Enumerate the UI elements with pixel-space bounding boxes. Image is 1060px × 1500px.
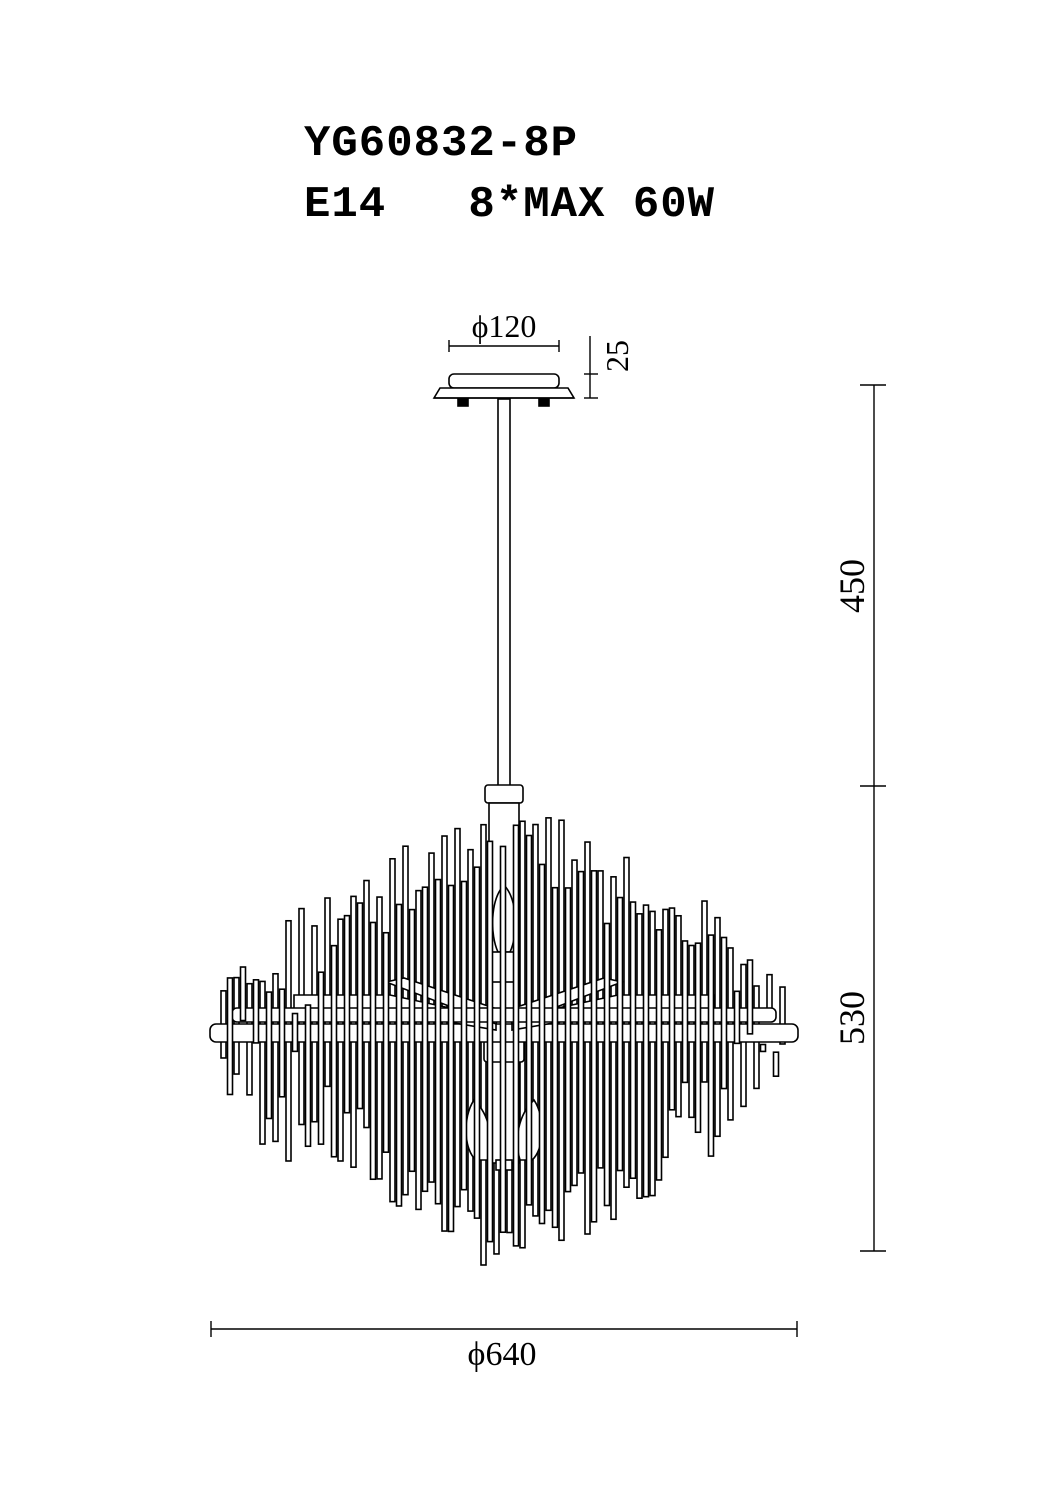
crystal-rod xyxy=(408,908,416,1173)
crystal-rod xyxy=(590,870,598,1223)
crystal-rod xyxy=(629,901,637,1180)
crystal-rod xyxy=(564,887,572,1193)
crystal-rod xyxy=(252,979,260,1044)
crystal-rod xyxy=(772,1051,780,1077)
crystal-rod xyxy=(304,1004,312,1148)
crystal-rod xyxy=(746,959,754,1035)
canopy-plate xyxy=(432,387,576,399)
crystal-rod xyxy=(259,980,266,1145)
crystal-rod xyxy=(291,1012,299,1053)
crystal-rod xyxy=(603,922,611,1207)
crystal-rod xyxy=(525,834,533,1206)
crystal-rod xyxy=(512,824,520,1247)
bulb-spec: E14 8*MAX 60W xyxy=(304,180,716,230)
crystal-rod xyxy=(733,990,741,1045)
crystal-rod xyxy=(434,878,442,1205)
crystal-rod xyxy=(636,913,643,1199)
crystal-rod xyxy=(681,940,689,1084)
crystal-rod xyxy=(642,904,650,1198)
crystal-rod xyxy=(460,880,468,1191)
model-number: YG60832-8P xyxy=(304,119,579,169)
crystal-rod xyxy=(369,921,377,1181)
crystal-rod xyxy=(330,944,338,1158)
crystal-rod xyxy=(551,886,559,1229)
canopy-height-label: 25 xyxy=(599,340,635,372)
body-diameter-label: ϕ640 xyxy=(468,1336,537,1373)
crystal-rod xyxy=(382,931,390,1153)
crystal-rod xyxy=(668,907,676,1111)
crystal-rod xyxy=(395,903,403,1207)
dimension-lines xyxy=(210,336,886,1337)
chandelier-fixture xyxy=(209,373,799,1266)
crystal-rod xyxy=(577,870,585,1174)
crystal-rod xyxy=(779,986,786,1045)
rod-length-label: 450 xyxy=(832,559,872,613)
center-collar xyxy=(484,784,524,804)
crystal-rod xyxy=(759,1043,767,1053)
crystal-rod xyxy=(324,897,331,1088)
body-height-label: 530 xyxy=(832,991,872,1045)
crystal-rod xyxy=(720,936,728,1090)
crystal-rod xyxy=(499,845,507,1234)
crystal-rod xyxy=(694,942,702,1134)
crystal-rod xyxy=(616,896,624,1172)
crystal-rod xyxy=(707,934,715,1157)
crystal-rod xyxy=(649,910,656,1197)
canopy-screw-right xyxy=(538,398,550,407)
pendant-rod xyxy=(497,398,511,788)
crystal-rod xyxy=(265,991,273,1120)
crystal-rod xyxy=(226,977,234,1096)
crystal-rod xyxy=(473,866,481,1219)
crystal-rod xyxy=(486,840,494,1243)
canopy-diameter-label: ϕ120 xyxy=(472,308,537,344)
crystal-rod xyxy=(278,988,286,1098)
crystal-rod xyxy=(655,929,663,1181)
crystal-rod xyxy=(538,863,546,1225)
crystal-rod xyxy=(272,972,279,1143)
crystal-rod xyxy=(610,876,617,1221)
crystal-rod xyxy=(447,884,455,1233)
crystal-rod xyxy=(701,900,708,1083)
crystal-rod xyxy=(421,886,429,1193)
crystal-rod xyxy=(317,971,325,1145)
crystal-rod xyxy=(239,966,247,1022)
crystal-rod xyxy=(356,902,364,1110)
canopy-top xyxy=(448,373,560,389)
crystal-rod xyxy=(415,889,422,1211)
crystal-rod xyxy=(343,914,351,1114)
canopy-screw-left xyxy=(457,398,469,407)
